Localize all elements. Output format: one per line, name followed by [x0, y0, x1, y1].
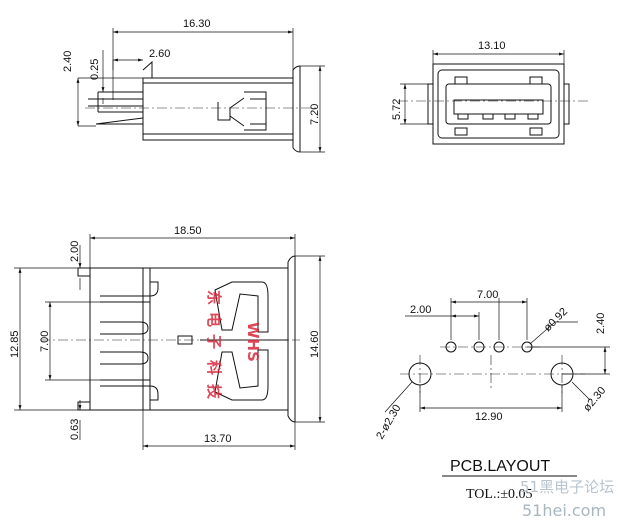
dim-front-opening-height: 5.72 — [391, 99, 403, 120]
svg-text:电: 电 — [205, 312, 223, 327]
site-watermark: 51黑电子论坛 51hei.com — [520, 478, 614, 520]
dim-side-total-height: 12.85 — [9, 330, 21, 358]
svg-text:51黑电子论坛: 51黑电子论坛 — [520, 478, 614, 496]
svg-text:东: 东 — [205, 290, 223, 305]
front-view-dimensions — [400, 50, 565, 125]
front-view-body — [427, 63, 570, 145]
pcb-dimensions — [384, 298, 610, 413]
dim-pcb-row-offset: 2.40 — [595, 313, 607, 334]
side-view: 18.50 2.00 12.85 7.00 0.63 13.70 14.60 东… — [9, 225, 325, 450]
dim-pcb-pin-diameter: ø0.92 — [542, 306, 570, 334]
svg-text:技: 技 — [205, 384, 223, 400]
side-view-body — [77, 255, 296, 423]
side-view-dimensions — [14, 234, 325, 450]
dim-pcb-mount-diameter: ø2.30 — [581, 385, 608, 414]
svg-text:子: 子 — [205, 334, 223, 349]
top-view-dimensions — [76, 28, 325, 153]
front-view: 13.10 5.72 — [391, 40, 590, 145]
dim-side-length: 18.50 — [174, 225, 202, 237]
dim-pcb-mount-holes: 2-ø2.30 — [374, 403, 403, 442]
dim-pcb-span: 7.00 — [477, 289, 498, 301]
dim-top-length: 16.30 — [183, 18, 211, 30]
top-view-body — [88, 60, 301, 153]
pcb-layout: 2.00 7.00 ø0.92 2.40 2-ø2.30 12.90 ø2.30… — [374, 289, 610, 502]
dim-top-lead-offset: 2.40 — [62, 51, 74, 72]
dim-side-lead-span: 7.00 — [39, 331, 51, 352]
svg-text:WHS: WHS — [244, 322, 262, 362]
dim-front-width: 13.10 — [478, 40, 506, 52]
dim-side-lead-thickness: 0.63 — [69, 419, 81, 440]
dim-top-tab-width: 2.60 — [149, 48, 170, 60]
dim-top-lead-thickness: 0.25 — [89, 59, 101, 80]
red-stamp: 东 电 子 科 技 WHS — [205, 290, 262, 400]
top-view: 16.30 2.40 0.25 2.60 7.20 — [62, 18, 325, 153]
dim-pcb-pitch: 2.00 — [410, 304, 431, 316]
dim-side-body-length: 13.70 — [204, 433, 232, 445]
dim-side-lead-offset: 2.00 — [69, 241, 81, 262]
dim-pcb-mount-span: 12.90 — [475, 411, 503, 423]
svg-text:51hei.com: 51hei.com — [522, 501, 606, 520]
dim-top-height: 7.20 — [309, 104, 321, 125]
pcb-holes — [400, 341, 585, 393]
dim-side-height: 14.60 — [309, 330, 321, 358]
tolerance-note: TOL.:±0.05 — [466, 487, 533, 502]
svg-text:科: 科 — [205, 360, 223, 375]
pcb-layout-title: PCB.LAYOUT — [450, 458, 550, 475]
